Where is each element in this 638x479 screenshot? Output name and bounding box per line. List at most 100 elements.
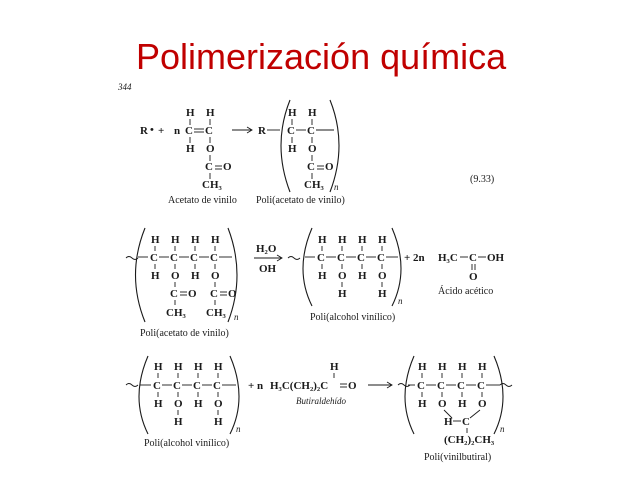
atom-o: O <box>325 161 334 173</box>
methyl-group: CH₃ <box>304 179 325 191</box>
initiator-label: R <box>140 125 149 137</box>
atom-c: C <box>213 380 221 392</box>
radical-dot: • <box>150 124 154 136</box>
propyl-chain: H₃C(CH₂)₂C <box>270 380 328 392</box>
atom-h: H <box>154 361 163 373</box>
atom-h: H <box>151 270 160 282</box>
atom-h: H <box>330 361 339 373</box>
monomer-name: Acetato de vinilo <box>168 195 237 206</box>
atom-c: C <box>173 380 181 392</box>
atom-c: C <box>193 380 201 392</box>
atom-h: H <box>378 288 387 300</box>
atom-c: C <box>317 252 325 264</box>
atom-o: O <box>211 270 220 282</box>
plus-sign: + <box>158 125 164 137</box>
atom-h: H <box>151 234 160 246</box>
atom-h: H <box>174 416 183 428</box>
atom-h: H <box>171 234 180 246</box>
slide-title: Polimerización química <box>136 36 507 77</box>
reaction-3: H H H H C C C C H O H O <box>125 355 513 463</box>
atom-o: O <box>206 143 215 155</box>
atom-o: O <box>174 398 183 410</box>
poly-vinyl-acetate-chain: H H H H C C C C H O H O <box>125 227 239 323</box>
atom-h: H <box>438 361 447 373</box>
atom-h: H <box>288 107 297 119</box>
atom-c: C <box>457 380 465 392</box>
atom-c: C <box>462 416 470 428</box>
acetic-acid: + 2n H₃C C OH O <box>404 252 505 283</box>
propyl-chain: (CH₂)₂CH₃ <box>444 434 495 446</box>
equation-number: (9.33) <box>470 174 494 185</box>
atom-h: H <box>154 398 163 410</box>
product-name: Poli(vinilbutiral) <box>424 452 491 463</box>
atom-h: H <box>214 416 223 428</box>
atom-c: C <box>190 252 198 264</box>
subscript-n: n <box>334 182 339 192</box>
atom-h: H <box>378 234 387 246</box>
reagent-name: Butiraldehído <box>296 396 346 406</box>
atom-h: H <box>418 361 427 373</box>
reactant-name: Poli(acetato de vinilo) <box>140 328 229 339</box>
atom-h: H <box>214 361 223 373</box>
reaction-1: R • + n H H C C H O C O CH₃ Acetato de v… <box>140 99 494 206</box>
atom-c: C <box>210 288 218 300</box>
byproduct-name: Ácido acético <box>438 285 493 297</box>
methyl-group: CH₃ <box>202 179 223 191</box>
atom-h: H <box>211 234 220 246</box>
reactant-name: Poli(alcohol vinílico) <box>144 438 229 449</box>
atom-c: C <box>153 380 161 392</box>
atom-o: O <box>171 270 180 282</box>
atom-o: O <box>469 271 478 283</box>
methyl-group: CH₃ <box>206 307 227 319</box>
methyl-group: CH₃ <box>166 307 187 319</box>
atom-h: H <box>444 416 453 428</box>
atom-c: C <box>205 161 213 173</box>
atom-o: O <box>438 398 447 410</box>
atom-h: H <box>191 234 200 246</box>
atom-o: O <box>223 161 232 173</box>
atom-c: C <box>287 125 295 137</box>
atom-c: C <box>150 252 158 264</box>
atom-c: C <box>417 380 425 392</box>
vinyl-acetate-monomer: H H C C H O C O CH₃ <box>185 107 232 191</box>
product-name: Poli(alcohol vinílico) <box>310 312 395 323</box>
atom-h: H <box>358 270 367 282</box>
page-number: 344 <box>117 82 132 92</box>
atom-h: H <box>191 270 200 282</box>
atom-h: H <box>318 234 327 246</box>
byproduct-coefficient: + 2n <box>404 252 425 264</box>
poly-vinyl-alcohol-product: H H H H C C C C H O H O <box>287 227 403 307</box>
atom-h: H <box>288 143 297 155</box>
atom-o: O <box>378 270 387 282</box>
atom-c: C <box>377 252 385 264</box>
atom-h: H <box>194 361 203 373</box>
butyraldehyde: + n H H₃C(CH₂)₂C O <box>248 361 357 392</box>
subscript-n: n <box>500 424 505 434</box>
atom-c: C <box>205 125 213 137</box>
subscript-n: n <box>234 312 239 322</box>
atom-h: H <box>338 288 347 300</box>
reagent-hydroxide: OH <box>259 263 277 275</box>
atom-c: C <box>170 252 178 264</box>
atom-h: H <box>318 270 327 282</box>
atom-o: O <box>188 288 197 300</box>
atom-c: C <box>469 252 477 264</box>
atom-o: O <box>308 143 317 155</box>
atom-o: O <box>338 270 347 282</box>
atom-h: H <box>418 398 427 410</box>
chain-initiator: R <box>258 125 267 137</box>
subscript-n: n <box>236 424 241 434</box>
atom-h: H <box>186 107 195 119</box>
atom-c: C <box>185 125 193 137</box>
atom-h: H <box>478 361 487 373</box>
atom-h: H <box>338 234 347 246</box>
atom-o: O <box>478 398 487 410</box>
atom-o: O <box>228 288 237 300</box>
atom-h: H <box>308 107 317 119</box>
methyl-group: H₃C <box>438 252 458 264</box>
reagent-water: H₂O <box>256 243 277 255</box>
polymer-name: Poli(acetato de vinilo) <box>256 195 345 206</box>
atom-c: C <box>357 252 365 264</box>
atom-c: C <box>477 380 485 392</box>
